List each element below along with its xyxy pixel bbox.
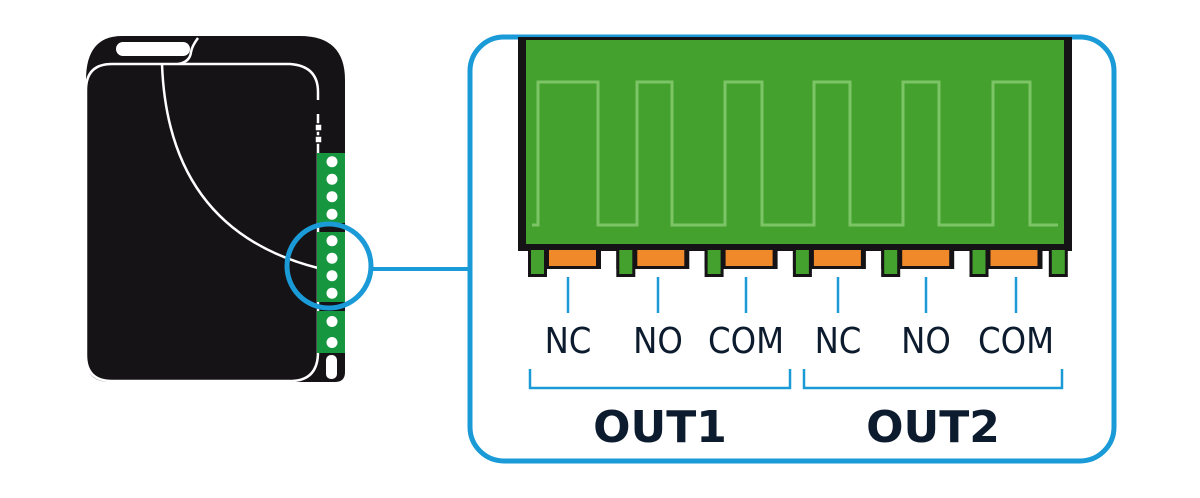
contact-post [972, 250, 986, 274]
device-arc-seam [160, 63, 319, 270]
terminal-hole [326, 191, 338, 203]
terminal-contact [616, 247, 690, 277]
contact-post [619, 250, 633, 274]
contact-screw [725, 250, 773, 266]
terminal-label: NC [545, 321, 592, 362]
terminal-label: NC [815, 321, 862, 362]
terminal-no-out2: NO [901, 277, 951, 362]
terminal-contact [528, 247, 601, 277]
terminal-contact [881, 247, 955, 277]
contact-screw [990, 250, 1038, 266]
device-bottom-slot [324, 353, 339, 381]
terminal-hole [326, 173, 338, 185]
terminal-contact [792, 247, 866, 277]
terminal-hole [326, 270, 338, 282]
contact-post [884, 250, 898, 274]
device-front-panel [84, 62, 320, 383]
terminal-strip [317, 153, 345, 353]
terminal-no-out1: NO [633, 277, 683, 362]
terminal-label: NO [901, 321, 951, 362]
output-groups: OUT1 OUT2 [528, 369, 1064, 453]
terminal-label: NO [633, 321, 683, 362]
group-out1: OUT1 [528, 369, 792, 453]
contact-post [531, 250, 544, 274]
relay-device [84, 36, 345, 383]
group-label: OUT2 [866, 402, 1000, 453]
terminal-nc-out1: NC [545, 277, 592, 362]
device-top-slot [116, 42, 190, 56]
group-bracket [528, 369, 792, 390]
terminal-label: COM [708, 321, 784, 362]
terminal-hole [326, 156, 338, 168]
contact-post [1051, 250, 1065, 274]
terminal-contacts [528, 247, 1068, 277]
pcb-board [518, 37, 1072, 251]
contact-screw [549, 250, 596, 266]
terminal-hole [326, 337, 338, 348]
contact-post [795, 250, 809, 274]
terminal-hole [326, 235, 338, 247]
terminal-contact [704, 247, 778, 277]
terminal-nc-out2: NC [815, 277, 862, 362]
device-lid-seam [177, 37, 200, 66]
highlight-circle [284, 221, 374, 311]
indicator-square-2 [314, 135, 323, 144]
indicator-square-1 [314, 123, 323, 132]
terminal-contact [969, 247, 1043, 277]
terminal-hole [326, 287, 338, 299]
contact-screw [813, 250, 861, 266]
group-label: OUT1 [593, 402, 727, 453]
contact-screw [902, 250, 950, 266]
terminal-com-out1: COM [708, 277, 784, 362]
pcb-surface [526, 40, 1064, 244]
contact-post [707, 250, 721, 274]
status-led-bar [315, 100, 322, 114]
contact-screw [637, 250, 685, 266]
terminal-labels: NC NO COM NC NO COM [545, 277, 1054, 362]
group-out2: OUT2 [802, 369, 1064, 453]
terminal-com-out2: COM [978, 277, 1054, 362]
pcb-trace [532, 80, 1058, 227]
terminal-hole [326, 252, 338, 264]
group-bracket [802, 369, 1064, 390]
terminal-hole [326, 316, 338, 327]
terminal-label: COM [978, 321, 1054, 362]
terminal-hole [326, 208, 338, 220]
